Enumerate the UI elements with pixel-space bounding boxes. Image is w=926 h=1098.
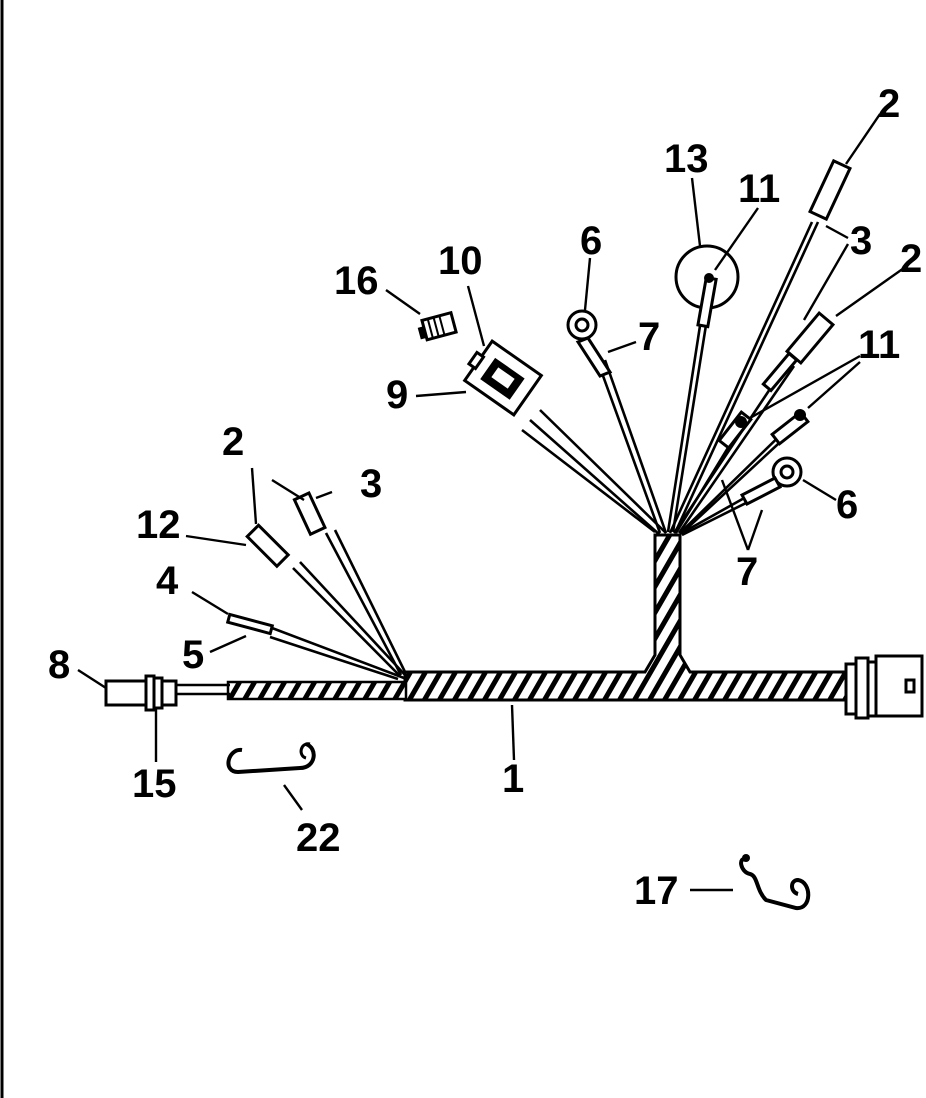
connector-9-10 <box>462 339 544 417</box>
callout-7-lower: 7 <box>736 550 758 594</box>
callout-3-right: 3 <box>850 219 872 263</box>
callout-11-right: 11 <box>858 323 900 367</box>
branch-wires <box>521 221 820 537</box>
callout-2-left: 2 <box>222 420 244 464</box>
callout-13: 13 <box>664 137 709 181</box>
callout-9: 9 <box>386 373 408 417</box>
callout-15: 15 <box>132 762 177 806</box>
callout-4: 4 <box>156 559 179 603</box>
main-connector-right <box>844 654 924 720</box>
left-breakout <box>225 491 408 681</box>
callouts: 1 8 15 22 17 2 3 12 4 5 16 10 9 6 7 13 1… <box>48 82 922 913</box>
callout-10: 10 <box>438 239 483 283</box>
plug-left <box>104 674 178 712</box>
callout-2-right: 2 <box>900 237 922 281</box>
callout-8: 8 <box>48 643 70 687</box>
main-harness <box>175 533 850 702</box>
callout-2-top: 2 <box>878 82 900 126</box>
ring-terminal-upper <box>566 309 613 378</box>
pin-terminals-right <box>717 409 810 450</box>
callout-1: 1 <box>502 757 524 801</box>
leader-lines <box>77 113 905 892</box>
callout-6-upper: 6 <box>580 219 602 263</box>
callout-7-upper: 7 <box>638 315 660 359</box>
ring-terminal-right <box>739 456 803 506</box>
connector-16 <box>417 310 458 342</box>
callout-12: 12 <box>136 503 181 547</box>
callout-11-upper: 11 <box>738 167 780 211</box>
callout-6-right: 6 <box>836 483 858 527</box>
hook-clip-17 <box>739 854 811 910</box>
sleeves-upper-right <box>761 158 852 393</box>
callout-17: 17 <box>634 869 679 913</box>
hook-clip-22 <box>226 742 316 775</box>
callout-3-left: 3 <box>360 462 382 506</box>
callout-16: 16 <box>334 259 379 303</box>
callout-22: 22 <box>296 816 341 860</box>
grommet-13 <box>674 244 740 329</box>
callout-5: 5 <box>182 633 204 677</box>
